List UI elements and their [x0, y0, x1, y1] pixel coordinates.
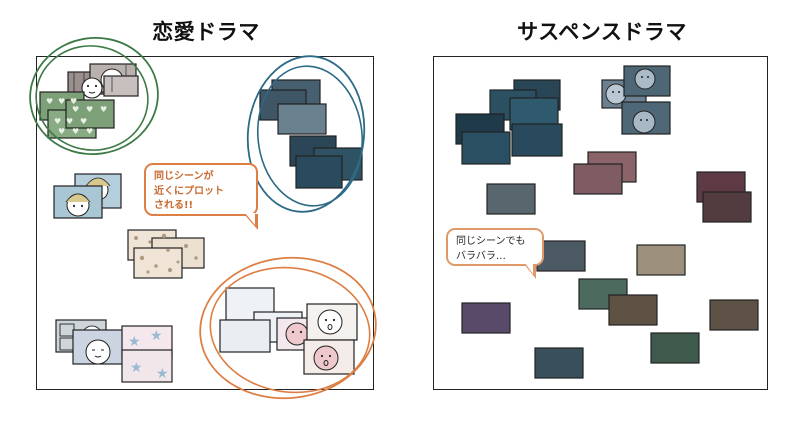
blue-circle-outer — [246, 55, 366, 213]
svg-text:♥: ♥ — [86, 127, 93, 136]
svg-text:♥: ♥ — [80, 117, 87, 126]
suspense-panel — [433, 56, 768, 390]
svg-text:★: ★ — [130, 360, 143, 376]
romance-scene-cluster-faces — [53, 173, 122, 219]
suspense-scene-scatter — [455, 65, 759, 379]
romance-drama-title: 恋愛ドラマ — [152, 20, 260, 44]
svg-text:♥: ♥ — [72, 127, 79, 136]
svg-text:♥: ♥ — [66, 117, 73, 126]
svg-text:♥: ♥ — [86, 105, 93, 114]
romance-scene-cluster-dark — [259, 79, 363, 189]
blue-circle-inner — [256, 65, 364, 207]
svg-text:♥: ♥ — [54, 117, 61, 126]
romance-scene-cluster-beige — [127, 229, 205, 279]
svg-text:♥: ♥ — [58, 127, 65, 136]
romance-scene-cluster-greenery: ♥♥♥ ♥♥♥ ♥♥♥ ♥♥♥ — [39, 63, 139, 139]
svg-text:♥: ♥ — [100, 105, 107, 114]
svg-text:♥: ♥ — [70, 97, 77, 106]
suspense-callout-bubble: 同じシーンでも バラバラ… — [446, 228, 544, 279]
green-circle-inner — [35, 45, 149, 151]
svg-text:♥: ♥ — [72, 105, 79, 114]
svg-text:★: ★ — [156, 366, 169, 382]
romance-scene-cluster-stars: ★ ★ ★ ★ — [55, 319, 173, 383]
cluster-circles — [29, 36, 377, 400]
green-circle-outer — [29, 36, 159, 156]
orange-circle-inner — [209, 266, 371, 394]
suspense-drama-title: サスペンスドラマ — [517, 20, 687, 44]
svg-text:♥: ♥ — [46, 97, 53, 106]
romance-callout-bubble: 同じシーンが 近くにプロット される!! — [144, 163, 258, 230]
svg-text:♥: ♥ — [58, 97, 65, 106]
romance-scene-cluster-pale — [219, 287, 358, 375]
orange-circle-outer — [199, 256, 377, 400]
svg-text:★: ★ — [150, 328, 163, 344]
svg-text:★: ★ — [128, 334, 141, 350]
